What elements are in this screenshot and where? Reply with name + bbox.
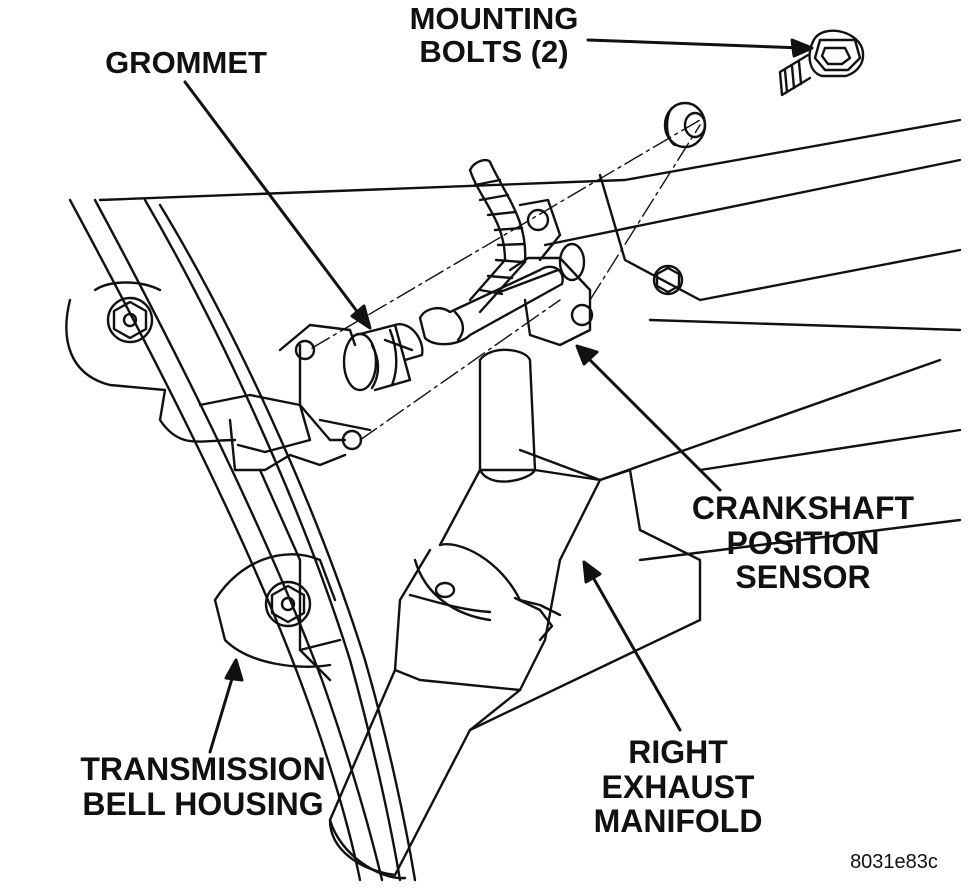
arrow-exhaust-manifold-head: [584, 562, 600, 582]
figure-code: 8031e83c: [850, 851, 938, 873]
label-right-exhaust-manifold: RIGHT EXHAUST MANIFOLD: [588, 735, 768, 839]
grommet-part: [344, 324, 422, 390]
arrow-crankshaft-sensor-head: [577, 346, 597, 364]
label-crankshaft-line2: POSITION: [726, 524, 880, 561]
arrow-exhaust-manifold: [590, 572, 680, 730]
arrow-crankshaft-sensor: [585, 355, 720, 490]
label-transmission-line2: BELL HOUSING: [82, 785, 324, 822]
label-mounting-bolts: MOUNTING BOLTS (2): [385, 2, 603, 69]
label-transmission-bell-housing: TRANSMISSION BELL HOUSING: [60, 752, 346, 821]
housing-bolt-lower: [266, 582, 310, 626]
label-manifold-line1: RIGHT: [628, 734, 728, 770]
arrow-mounting-bolts-head: [792, 40, 812, 56]
label-crankshaft-line3: SENSOR: [735, 559, 871, 596]
crankshaft-sensor-part: [420, 200, 592, 345]
engine-block-outline: [100, 120, 960, 560]
label-manifold-line3: MANIFOLD: [593, 803, 763, 840]
label-transmission-line1: TRANSMISSION: [80, 751, 326, 787]
housing-bolt-upper: [108, 298, 152, 342]
label-mounting-bolts-line2: BOLTS (2): [419, 34, 569, 70]
mounting-bolt-part: [780, 31, 863, 95]
label-mounting-bolts-line1: MOUNTING: [409, 1, 579, 36]
arrow-mounting-bolts: [588, 40, 802, 48]
arrow-bell-housing-head: [226, 660, 242, 680]
label-crankshaft-line1: CRANKSHAFT: [691, 490, 915, 526]
sensor-wire-conduit: [470, 160, 525, 312]
exhaust-manifold-part: [330, 350, 700, 878]
engine-bolt: [654, 266, 682, 294]
arrow-bell-housing: [210, 672, 234, 752]
arrow-grommet: [185, 82, 362, 318]
label-crankshaft-position-sensor: CRANKSHAFT POSITION SENSOR: [672, 491, 934, 595]
label-manifold-line2: EXHAUST: [601, 768, 755, 805]
sensor-mount-bracket: [280, 325, 370, 449]
arrow-grommet-head: [352, 306, 370, 328]
alignment-lines: [312, 120, 700, 440]
label-grommet: GROMMET: [105, 45, 267, 80]
washer-part: [665, 103, 705, 147]
leader-arrows: [185, 40, 812, 752]
